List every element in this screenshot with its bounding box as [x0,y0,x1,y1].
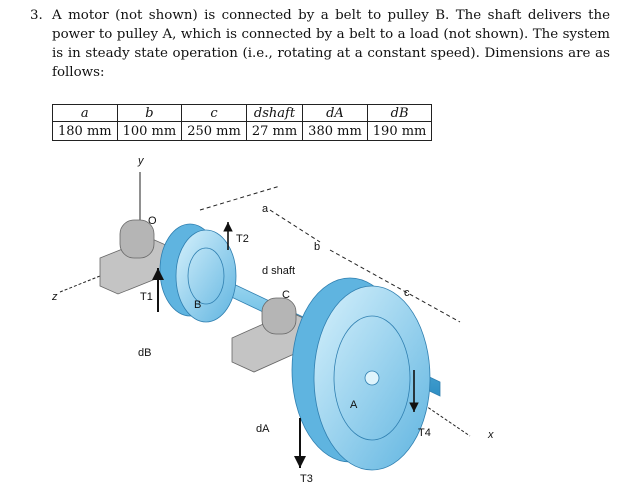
header-da: dA [302,104,368,122]
value-db: 190 mm [366,121,433,141]
shaft-pulley-figure: y z x O a b c C B A T1 T2 T3 T4 d shaft … [0,150,634,496]
label-z: z [51,291,58,303]
label-dshaft: d shaft [262,265,295,277]
label-da: dA [256,423,270,435]
bearing-left [99,219,169,295]
value-dshaft: 27 mm [245,121,304,141]
label-pulley-a: A [350,399,358,411]
value-a: 180 mm [52,121,118,141]
x-axis [419,401,471,437]
dimension-line-c [329,249,461,323]
value-c: 250 mm [181,121,247,141]
pulley-a [291,277,431,471]
table-value-row: 180 mm 100 mm 250 mm 27 mm 380 mm 190 mm [52,121,433,141]
problem-statement: 3. A motor (not shown) is connected by a… [30,6,610,82]
header-db: dB [366,104,433,122]
label-pulley-b: B [194,299,201,311]
problem-text: A motor (not shown) is connected by a be… [52,8,610,80]
label-t4: T4 [418,427,431,439]
figure-svg: y z x O a b c C B A T1 T2 T3 T4 d shaft … [51,155,494,485]
label-bearing-c: C [282,289,290,301]
value-da: 380 mm [302,121,368,141]
header-c: c [181,104,247,122]
value-b: 100 mm [116,121,183,141]
header-dshaft: dshaft [245,104,304,122]
z-axis [59,267,121,293]
label-t1: T1 [140,291,153,303]
header-a: a [52,104,118,122]
label-db: dB [138,347,151,359]
problem-number: 3. [30,8,43,23]
label-t2: T2 [236,233,249,245]
dimension-line-b [269,209,321,243]
header-b: b [116,104,183,122]
label-o: O [148,215,157,227]
dimensions-table: a b c dshaft dA dB 180 mm 100 mm 250 mm … [52,104,433,141]
label-b-dim: b [314,241,320,253]
label-a-dim: a [262,203,269,215]
label-x: x [487,429,494,441]
label-y: y [137,155,145,167]
label-t3: T3 [300,473,313,485]
bearing-c [231,297,313,373]
table-header-row: a b c dshaft dA dB [52,104,433,122]
label-c-dim: c [404,287,410,299]
